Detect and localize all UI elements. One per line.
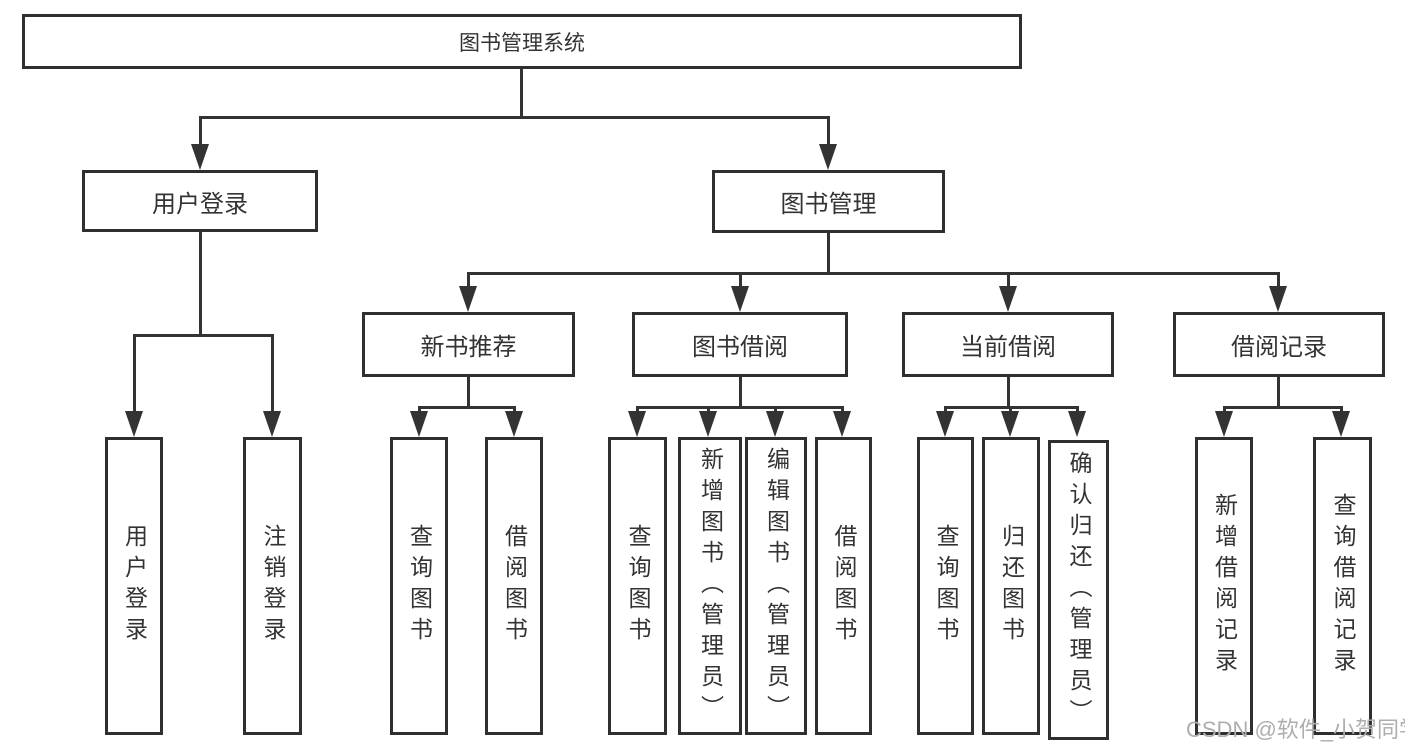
arrowhead-leaf (505, 411, 523, 437)
connector-current-borrow-stem (1007, 376, 1010, 408)
connector-root-stem (520, 68, 523, 118)
connector-book-mgmt-stem (827, 232, 830, 274)
connector-leaf-drop (1009, 406, 1012, 414)
leaf-label: 查询图书 (625, 524, 651, 648)
connector-leaf-drop (944, 406, 947, 414)
connector-drop-user-login (199, 116, 202, 148)
node-leaf-query-borrow-record: 查询借阅记录 (1313, 437, 1372, 735)
connector-book-borrow-bus (636, 406, 843, 409)
leaf-label: 借阅图书 (501, 524, 528, 648)
arrowhead-book-mgmt (819, 144, 837, 170)
connector-user-login-stem (199, 231, 202, 336)
leaf-label: 用户登录 (121, 524, 148, 648)
connector-new-book-bus (418, 406, 515, 409)
node-new-book-recommend: 新书推荐 (362, 312, 575, 377)
connector-leaf-drop (841, 406, 844, 414)
leaf-label: 查询图书 (406, 524, 433, 648)
leaf-label: 新增借阅记录 (1211, 493, 1238, 679)
connector-drop-book-borrow (739, 272, 742, 290)
connector-leaf-drop (707, 406, 710, 414)
node-leaf-query-books-1: 查询图书 (390, 437, 448, 735)
arrowhead-leaf (699, 411, 717, 437)
connector-leaf-drop (774, 406, 777, 414)
node-leaf-query-books-3: 查询图书 (917, 437, 974, 735)
arrowhead-leaf (628, 411, 646, 437)
node-current-borrowing: 当前借阅 (902, 312, 1114, 377)
connector-drop-borrow-records (1277, 272, 1280, 290)
connector-drop-current-borrow (1007, 272, 1010, 290)
connector-leaf-drop (1223, 406, 1226, 414)
arrowhead-leaf (833, 411, 851, 437)
node-leaf-add-books-admin: 新增图书（管理员） (678, 437, 742, 735)
node-leaf-return-books: 归还图书 (982, 437, 1040, 735)
node-book-borrowing: 图书借阅 (632, 312, 848, 377)
connector-leaf-drop (513, 406, 516, 414)
leaf-label: 查询图书 (933, 524, 959, 648)
connector-borrow-records-bus (1223, 406, 1343, 409)
connector-user-login-bus (133, 334, 273, 337)
connector-drop-login (133, 334, 136, 414)
node-user-login: 用户登录 (82, 170, 318, 232)
arrowhead-leaf (1215, 411, 1233, 437)
node-leaf-add-borrow-record: 新增借阅记录 (1195, 437, 1253, 735)
arrowhead-borrow-records (1269, 286, 1287, 312)
connector-leaf-drop (418, 406, 421, 414)
node-leaf-query-books-2: 查询图书 (608, 437, 667, 735)
leaf-label: 归还图书 (998, 524, 1025, 648)
node-root-system: 图书管理系统 (22, 14, 1022, 69)
leaf-label: 新增图书（管理员） (697, 446, 724, 726)
arrowhead-leaf (1332, 411, 1350, 437)
connector-new-book-stem (467, 376, 470, 408)
arrowhead-current-borrow (999, 286, 1017, 312)
connector-drop-book-mgmt (827, 116, 830, 148)
csdn-watermark: CSDN @软件_小贺同学 (1186, 717, 1405, 742)
connector-leaf-drop (1340, 406, 1343, 414)
connector-borrow-records-stem (1277, 376, 1280, 408)
connector-drop-logout (271, 334, 274, 414)
arrowhead-leaf (766, 411, 784, 437)
node-borrowing-records: 借阅记录 (1173, 312, 1385, 377)
leaf-label: 注销登录 (260, 524, 286, 648)
node-leaf-borrow-books-2: 借阅图书 (815, 437, 872, 735)
arrowhead-leaf (410, 411, 428, 437)
leaf-label: 编辑图书（管理员） (763, 446, 790, 726)
node-leaf-confirm-return-admin: 确认归还（管理员） (1048, 440, 1109, 740)
arrowhead-leaf (1068, 411, 1086, 437)
leaf-label: 借阅图书 (831, 524, 857, 648)
connector-leaf-drop (636, 406, 639, 414)
node-book-management: 图书管理 (712, 170, 945, 233)
arrowhead-book-borrow (731, 286, 749, 312)
node-leaf-user-login: 用户登录 (105, 437, 163, 735)
connector-level2-bus (199, 116, 830, 119)
arrowhead-new-book (459, 286, 477, 312)
connector-book-borrow-stem (739, 376, 742, 408)
node-leaf-edit-books-admin: 编辑图书（管理员） (745, 437, 807, 735)
node-leaf-borrow-books-1: 借阅图书 (485, 437, 543, 735)
arrowhead-leaf (936, 411, 954, 437)
connector-level3-bus (467, 272, 1280, 275)
connector-drop-new-book (467, 272, 470, 290)
arrowhead-login (125, 411, 143, 437)
connector-leaf-drop (1076, 406, 1079, 414)
arrowhead-user-login (191, 144, 209, 170)
leaf-label: 查询借阅记录 (1330, 493, 1356, 679)
node-leaf-logout: 注销登录 (243, 437, 302, 735)
arrowhead-leaf (1001, 411, 1019, 437)
arrowhead-logout (263, 411, 281, 437)
leaf-label: 确认归还（管理员） (1066, 450, 1092, 730)
